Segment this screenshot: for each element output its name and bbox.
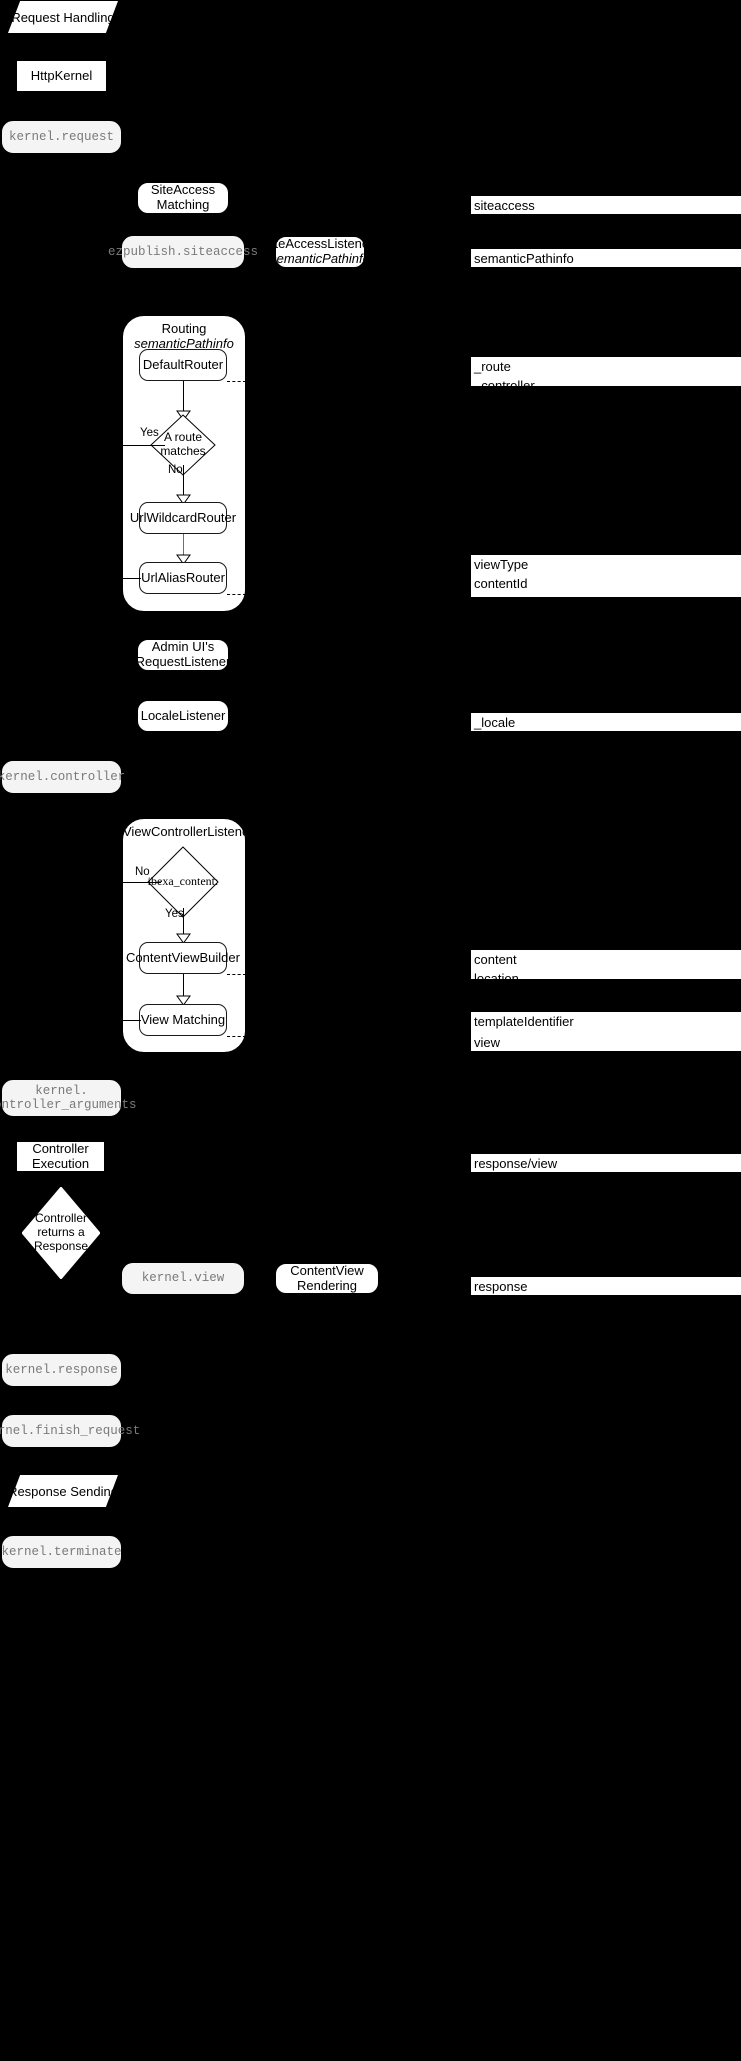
decision-ibexa-content: ibexa_content:	[147, 846, 219, 918]
dashed-connector-url-alias-router	[227, 594, 246, 595]
node-url-alias-router: UrlAliasRouter	[139, 562, 227, 594]
event-kernel-terminate: kernel.terminate	[1, 1536, 122, 1568]
node-label: ContentView Rendering	[290, 1262, 364, 1293]
arrow-head-icon	[176, 933, 191, 944]
event-kernel-finish-request: kernel.finish_request	[0, 1415, 140, 1447]
node-label: SiteAccess Matching	[150, 182, 216, 212]
dashed-connector-view-matching	[227, 1036, 246, 1037]
arrow-head-icon	[176, 554, 191, 565]
node-view-matching: View Matching	[139, 1004, 227, 1036]
dashed-connector-content-view-builder	[227, 974, 246, 975]
node-label: LocaleListener	[140, 707, 226, 723]
node-label-line1: Admin UI's	[151, 639, 215, 655]
side-label-route-controller: _route _controller	[471, 357, 741, 393]
decision-no-label: No	[168, 464, 183, 476]
event-label: kernel.finish_request	[0, 1423, 141, 1438]
side-label-semanticpathinfo: semanticPathinfo	[471, 249, 741, 267]
connector-line	[123, 1020, 141, 1021]
decision-yes-label: Yes	[140, 427, 159, 439]
event-label: kernel.view	[141, 1271, 225, 1286]
event-label: kernel.response	[5, 1362, 118, 1377]
connector-yes-branch	[183, 908, 184, 936]
side-label-content-location: content location	[471, 950, 741, 986]
node-httpkernel: HttpKernel	[16, 60, 107, 92]
connector-line	[183, 381, 184, 413]
node-label-line2: RequestListener	[135, 654, 231, 669]
event-label: kernel.terminate	[1, 1544, 122, 1559]
event-ezpublish-siteaccess: ezpublish.siteaccess	[108, 236, 258, 268]
event-label: kernel.controller	[0, 769, 126, 784]
decision-label: ibexa_content:	[147, 874, 219, 889]
diamond-shape	[22, 1187, 100, 1279]
banner-label: Request Handling	[11, 9, 115, 25]
node-label-line1: SiteAccessListener:	[262, 236, 378, 252]
connector-no-branch	[123, 882, 161, 883]
node-label: HttpKernel	[30, 67, 93, 83]
event-label: kernel.request	[8, 129, 115, 144]
event-label: kernel. controller_arguments	[0, 1083, 137, 1112]
node-contentview-rendering: ContentView Rendering	[275, 1263, 379, 1294]
banner-request-handling: Request Handling	[8, 1, 118, 33]
node-url-wildcard-router: UrlWildcardRouter	[130, 502, 236, 534]
side-label-response: response	[471, 1277, 741, 1295]
node-controller-execution: Controller Execution	[16, 1141, 105, 1172]
arrow-head-icon	[176, 494, 191, 505]
node-default-router: DefaultRouter	[139, 349, 227, 381]
banner-shape	[8, 1, 118, 33]
connector-yes-branch	[123, 445, 165, 446]
banner-response-sending: Response Sending	[8, 1475, 118, 1507]
group-vcl-title: ViewControllerListener	[123, 824, 254, 839]
node-label: UrlWildcardRouter	[129, 509, 237, 525]
node-siteaccess-listener: SiteAccessListener: semanticPathinfo	[263, 236, 377, 268]
dashed-connector-default-router	[227, 381, 246, 382]
event-kernel-controller: kernel.controller	[0, 761, 125, 793]
connector-line	[123, 578, 141, 579]
side-label-siteaccess: siteaccess	[471, 196, 741, 214]
event-kernel-response: kernel.response	[2, 1354, 121, 1386]
decision-no-label: No	[135, 866, 150, 878]
node-content-view-builder: ContentViewBuilder	[126, 942, 240, 974]
side-label-response-view: response/view	[471, 1154, 741, 1172]
side-label-locale: _locale	[471, 713, 741, 731]
event-kernel-controller-arguments: kernel. controller_arguments	[0, 1080, 137, 1116]
node-label: UrlAliasRouter	[141, 569, 225, 585]
node-locale-listener: LocaleListener	[137, 700, 229, 732]
connector-no-branch	[183, 465, 184, 498]
node-label-line2: semanticPathinfo	[270, 251, 370, 266]
event-label: ezpublish.siteaccess	[107, 244, 259, 259]
connector-line	[183, 534, 184, 558]
decision-yes-label: Yes	[165, 908, 184, 920]
banner-label: Response Sending	[8, 1483, 118, 1499]
node-label: Controller Execution	[31, 1140, 90, 1171]
node-label: ContentViewBuilder	[126, 949, 240, 965]
node-label: View Matching	[140, 1011, 226, 1027]
arrow-head-icon	[176, 995, 191, 1006]
group-routing-title-b: semanticPathinfo	[134, 335, 234, 351]
node-label: DefaultRouter	[142, 356, 224, 372]
node-admin-ui-request-listener: Admin UI's RequestListener	[135, 639, 231, 671]
group-routing-title-a: Routing	[161, 321, 207, 336]
banner-shape	[8, 1475, 118, 1507]
side-label-viewtype-contentid-locationid: viewType contentId locationId	[471, 555, 741, 610]
event-kernel-view: kernel.view	[122, 1263, 244, 1294]
connector-line	[183, 974, 184, 999]
node-siteaccess-matching: SiteAccess Matching	[137, 182, 229, 214]
side-label-view: view	[471, 1033, 741, 1051]
event-kernel-request: kernel.request	[2, 121, 121, 153]
